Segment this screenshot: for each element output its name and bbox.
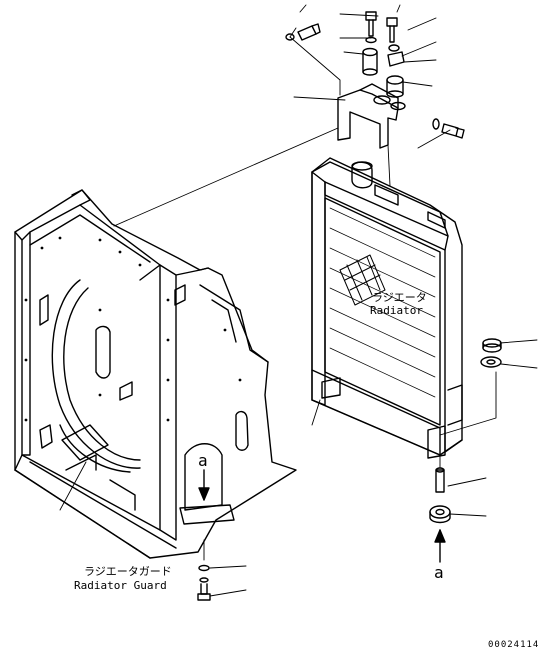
radiator-stay-bracket [337, 83, 406, 149]
guard-rivets [24, 236, 242, 422]
radiator-guard-label: ラジエータガード Radiator Guard [74, 565, 172, 592]
radiator [311, 157, 463, 459]
radiator-label: ラジエータ Radiator [370, 291, 427, 317]
radiator-grid-icon [339, 254, 386, 306]
ref-label-a-guard: a [198, 451, 208, 470]
drawing-number: 00024114 [488, 640, 539, 650]
radiator-label-jp: ラジエータ [372, 291, 427, 304]
rubber-mount-top [362, 36, 404, 98]
radiator-label-en: Radiator [370, 304, 423, 317]
radiator-guard [14, 189, 297, 559]
ref-label-a-radiator: a [434, 563, 444, 582]
guard-label-en: Radiator Guard [74, 579, 167, 592]
bolt-pair-top [365, 11, 405, 67]
guard-label-jp: ラジエータガード [84, 565, 172, 578]
bottom-bolt-washer [197, 564, 211, 601]
radiator-core-fins [329, 207, 436, 398]
bolt-washer-topleft [285, 23, 321, 41]
bolt-washer-right [432, 118, 465, 139]
leader-lines [59, 4, 538, 597]
ref-arrow-guard [198, 469, 210, 501]
ref-arrow-radiator [434, 529, 446, 563]
side-cushions-right [480, 338, 502, 368]
bottom-pin-cushion [429, 467, 451, 524]
